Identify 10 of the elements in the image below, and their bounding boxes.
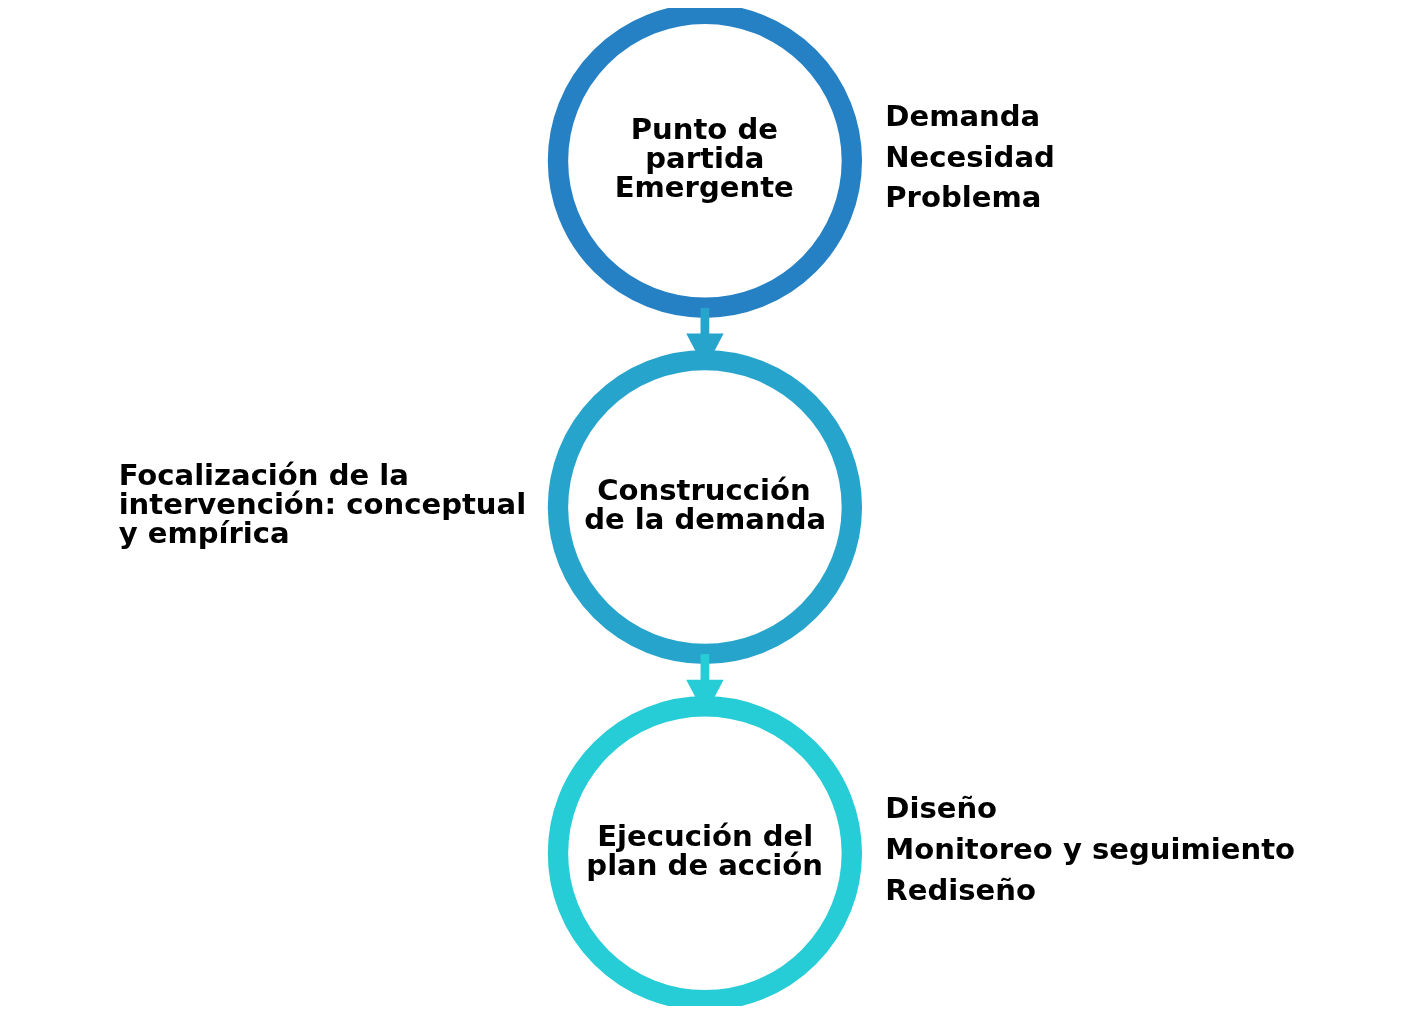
node-label: Demanda	[885, 98, 1041, 133]
node-circle: Construcción de la demanda	[547, 349, 863, 665]
node-label: Necesidad	[885, 139, 1055, 174]
node-label: Diseño	[885, 791, 998, 826]
node-label: Problema	[885, 180, 1042, 215]
node-label: Monitoreo y seguimiento	[885, 832, 1296, 867]
node-label: Rediseño	[885, 872, 1036, 907]
node-circle: Punto de partida Emergente	[547, 8, 863, 318]
node-circle: Ejecución del plan de acción	[547, 696, 863, 1006]
node-label: Focalización de la intervención: conceptual y empírica	[118, 458, 527, 551]
